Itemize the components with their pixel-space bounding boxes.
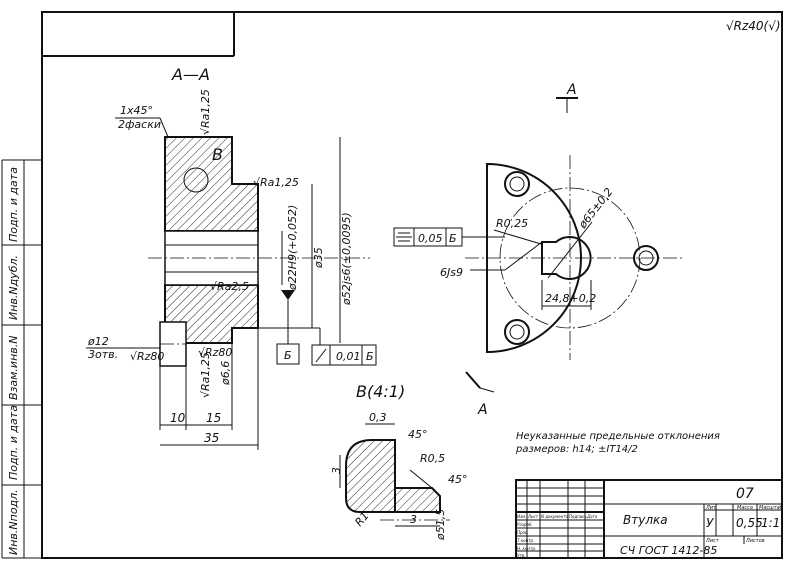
letter-value: У xyxy=(706,516,714,530)
sheet-frame xyxy=(1,11,783,559)
runout-value: 0,01 xyxy=(336,350,361,363)
dim-d22: ø22H9(+0,052) xyxy=(286,205,299,291)
row-developer: Разраб. xyxy=(517,522,533,527)
side-label-2: Инв.Nдубл. xyxy=(7,255,20,320)
dim-d52: ø52js6(±0,0095) xyxy=(340,212,353,306)
view-a-body xyxy=(465,155,685,360)
row-approved: Утв. xyxy=(517,553,525,558)
dim-d65: ø65±0,2 xyxy=(576,185,616,231)
dim-35: 35 xyxy=(204,431,219,445)
datum-box xyxy=(276,343,300,365)
dim-r025: R0,25 xyxy=(496,217,528,230)
datum-triangle xyxy=(281,290,295,300)
dim-r05: R0,5 xyxy=(420,452,445,465)
ra-shoulder: √Ra1,25 xyxy=(253,176,299,189)
side-label-4: Подп. и дата xyxy=(7,405,20,480)
title-block xyxy=(515,479,783,559)
header-letter: Лит. xyxy=(705,505,718,511)
row-ncontrol: Н. контр. xyxy=(517,546,536,551)
dim-holes-count: 3отв. xyxy=(88,348,118,361)
detail-b-callout: В xyxy=(212,145,223,164)
ra-top: √Ra1,25 xyxy=(199,89,212,135)
row-doc: N документа xyxy=(541,514,569,519)
dim-10: 10 xyxy=(170,411,186,425)
runout-datum: Б xyxy=(366,350,374,363)
view-a-arrow-bottom: А xyxy=(477,402,488,418)
dim-515: ø51,5 xyxy=(434,509,447,541)
dim-45-top: 45° xyxy=(408,428,428,441)
section-aa-title: А—А xyxy=(171,65,210,84)
side-label-5: Инв.Nподл. xyxy=(7,489,20,555)
symmetry-value: 0,05 xyxy=(418,232,443,245)
datum-label: Б xyxy=(284,349,292,362)
row-change: Изм. xyxy=(517,514,526,519)
row-sheet: Лист xyxy=(527,514,539,519)
detail-b-body xyxy=(345,439,450,521)
chamfer-label-2: 2фаски xyxy=(118,118,161,131)
note-line-1: Неуказанные предельные отклонения xyxy=(516,431,720,442)
dim-3-vertical: 3 xyxy=(330,467,343,474)
dim-d12: ø12 xyxy=(87,335,109,348)
dim-248: 24,8+0,2 xyxy=(545,292,596,305)
side-label-1: Подп. и дата xyxy=(7,167,20,242)
header-sheets: Листов xyxy=(745,538,765,544)
rz-left: √Rz80 xyxy=(130,350,164,363)
dim-15: 15 xyxy=(206,411,221,425)
dim-d35: ø35 xyxy=(312,247,325,269)
rz-bottom: √Rz80 xyxy=(198,346,232,359)
header-scale: Масштаб xyxy=(759,505,783,511)
symmetry-datum: Б xyxy=(449,232,457,245)
dim-45-right: 45° xyxy=(448,473,468,486)
scale-value: 1:1 xyxy=(761,516,780,530)
dim-03: 0,3 xyxy=(369,411,387,424)
material: СЧ ГОСТ 1412-85 xyxy=(620,544,717,557)
title-code: 07 xyxy=(736,486,754,502)
note-line-2: размеров: h14; ±IT14/2 xyxy=(515,444,638,455)
row-date: Дата xyxy=(586,514,598,519)
part-name: Втулка xyxy=(623,513,668,527)
ra-bore: √Ra2,5 xyxy=(210,280,249,293)
dim-d66: ø6,6 xyxy=(219,361,232,386)
row-sign: Подпись xyxy=(569,514,588,519)
mass-value: 0,55 xyxy=(736,516,763,530)
dim-key: 6Js9 xyxy=(440,266,463,279)
header-sheet: Лист xyxy=(705,538,720,544)
symmetry-frame xyxy=(393,227,505,247)
side-label-3: Взам.инв.N xyxy=(7,336,20,400)
header-mass: Масса xyxy=(737,505,753,511)
view-a-arrow-top: А xyxy=(566,82,577,98)
general-roughness: √Rz40(√) xyxy=(726,19,781,33)
section-aa-body xyxy=(148,136,370,367)
ra-hole: √Ra1,25 xyxy=(199,352,212,398)
detail-b-title: В(4:1) xyxy=(356,382,405,401)
row-checked: Пров. xyxy=(517,530,529,535)
chamfer-label-1: 1x45° xyxy=(120,104,153,117)
runout-frame xyxy=(311,344,377,366)
dim-3-horizontal: 3 xyxy=(410,513,417,526)
row-tcontrol: Т.контр. xyxy=(517,538,534,543)
